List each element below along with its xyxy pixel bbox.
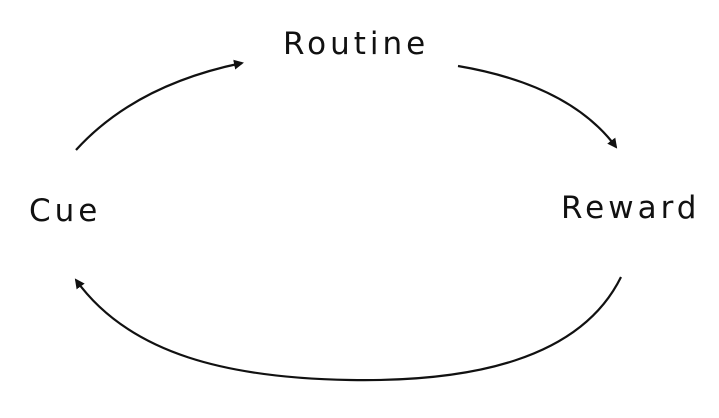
- node-routine: Routine: [283, 26, 430, 62]
- arrow-reward-to-cue: [74, 276, 622, 382]
- arrow-routine-to-reward: [457, 64, 618, 149]
- node-cue: Cue: [29, 193, 102, 229]
- arrow-cue-to-routine: [75, 59, 244, 151]
- node-reward: Reward: [561, 190, 701, 226]
